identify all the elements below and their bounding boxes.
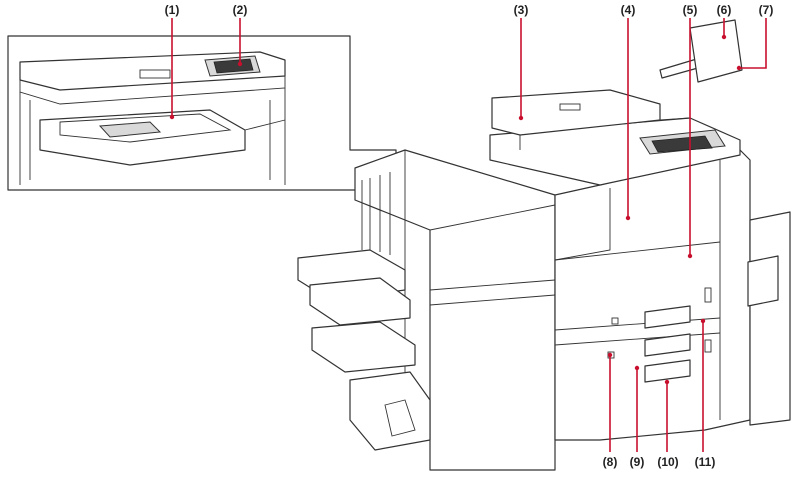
main-body bbox=[489, 19, 791, 441]
callout-5: (5) bbox=[683, 3, 698, 17]
callout-7: (7) bbox=[759, 3, 774, 17]
callout-8: (8) bbox=[603, 455, 618, 469]
callout-6: (6) bbox=[717, 3, 732, 17]
callout-1: (1) bbox=[165, 3, 180, 17]
inset-detail bbox=[7, 35, 397, 191]
finisher-unit bbox=[297, 149, 556, 471]
callout-11: (11) bbox=[695, 455, 716, 469]
callout-3: (3) bbox=[514, 3, 529, 17]
callout-10: (10) bbox=[657, 455, 678, 469]
callout-4: (4) bbox=[621, 3, 636, 17]
leader-lines bbox=[169, 18, 767, 452]
callout-2: (2) bbox=[233, 3, 248, 17]
callout-9: (9) bbox=[630, 455, 645, 469]
